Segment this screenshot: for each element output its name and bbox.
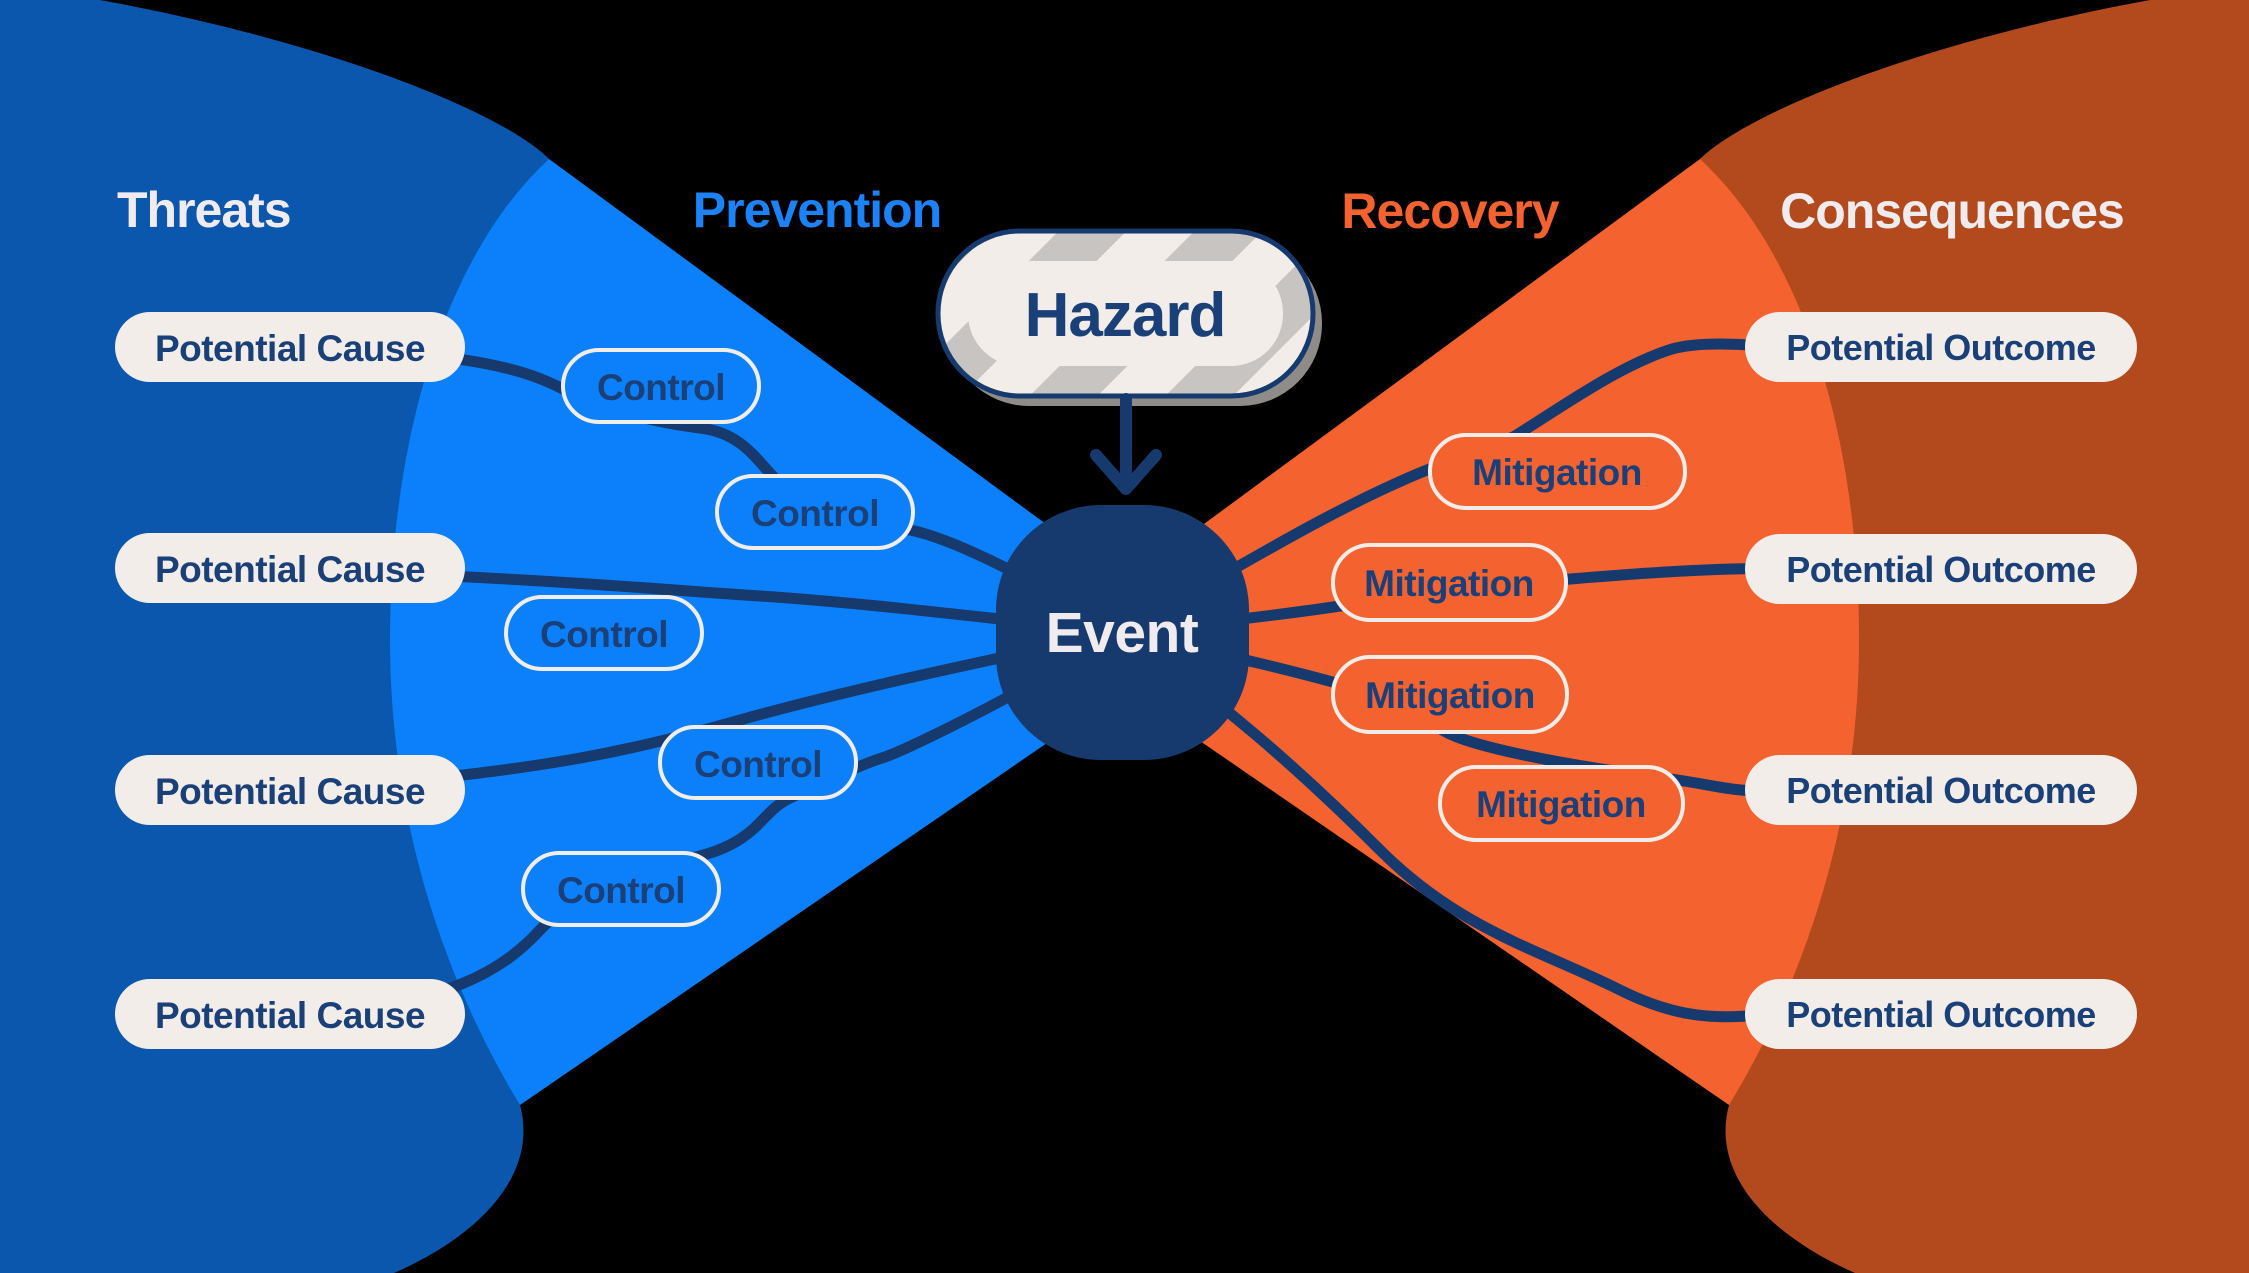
outcome-pill [1745,312,2137,382]
cause-label: Potential Cause [155,995,425,1036]
control-label: Control [751,493,879,534]
down-arrow-icon [1090,393,1162,495]
control-pill [715,474,915,550]
control-pill [521,851,721,927]
cause-pill [115,312,465,382]
arrow-head [1090,449,1162,495]
control-label: Control [694,744,822,785]
outcome-pill [1745,979,2137,1049]
prevention-title: Prevention [693,182,941,238]
cause-pill [115,533,465,603]
control-pill [561,348,761,424]
mitigation-pill [1331,655,1569,734]
control-pill [658,725,858,800]
cause-box-2: Potential Cause [115,533,465,603]
mitigation-pill [1331,543,1568,622]
mitigation-label: Mitigation [1476,784,1646,825]
outcome-pill [1745,755,2137,825]
recovery-title: Recovery [1341,183,1559,239]
consequences-title: Consequences [1780,183,2124,239]
outcome-label: Potential Outcome [1786,994,2096,1035]
strand-cause3-event [294,626,1128,796]
strand-cause1-event [294,343,1128,636]
mitigation-box-2: Mitigation [1331,543,1568,622]
hazard-node: Hazard [935,228,1322,406]
control-box-5: Control [521,851,721,927]
mitigation-label: Mitigation [1364,563,1534,604]
outcome-pill [1745,534,2137,604]
control-box-4: Control [658,725,858,800]
cause-pill [115,755,465,825]
control-label: Control [540,614,668,655]
cause-pill [115,979,465,1049]
cause-box-3: Potential Cause [115,755,465,825]
recovery-funnel [1155,159,1859,1105]
mitigation-label: Mitigation [1472,452,1642,493]
mitigation-label: Mitigation [1365,675,1535,716]
hazard-label: Hazard [1025,281,1226,350]
cause-box-1: Potential Cause [115,312,465,382]
cause-label: Potential Cause [155,549,425,590]
mitigation-box-4: Mitigation [1438,765,1685,842]
hazard-inner [968,261,1283,366]
threats-title: Threats [117,182,291,238]
outcome-label: Potential Outcome [1786,327,2096,368]
mitigation-pill [1438,765,1685,842]
event-node: Event [996,505,1249,760]
mitigation-box-3: Mitigation [1331,655,1569,734]
control-box-3: Control [504,595,704,671]
event-circle [996,505,1249,760]
strand-cause4-event [294,626,1128,1020]
outcome-label: Potential Outcome [1786,549,2096,590]
outcome-box-3: Potential Outcome [1745,755,2137,825]
strand-event-outcome3 [1116,626,1806,797]
outcome-box-2: Potential Outcome [1745,534,2137,604]
control-box-2: Control [715,474,915,550]
mitigation-box-1: Mitigation [1428,433,1687,510]
cause-label: Potential Cause [155,771,425,812]
outcome-label: Potential Outcome [1786,770,2096,811]
control-box-1: Control [561,348,761,424]
cause-label: Potential Cause [155,328,425,369]
control-pill [504,595,704,671]
outcome-box-4: Potential Outcome [1745,979,2137,1049]
mitigation-pill [1428,433,1687,510]
control-label: Control [557,870,685,911]
strand-event-outcome4 [1116,626,1806,1023]
event-label: Event [1046,601,1199,665]
cause-box-4: Potential Cause [115,979,465,1049]
outcome-box-1: Potential Outcome [1745,312,2137,382]
control-label: Control [597,367,725,408]
